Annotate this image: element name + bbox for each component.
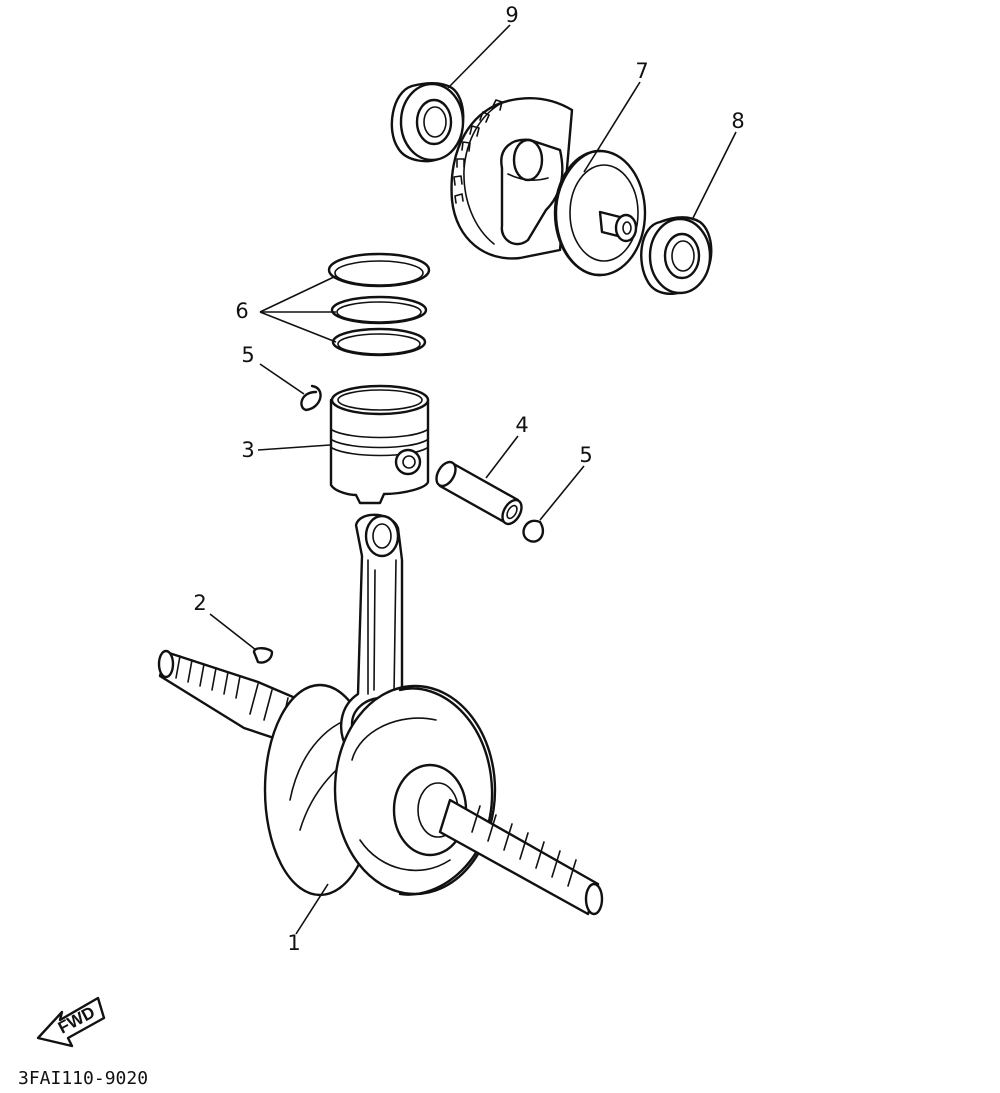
callout-9: 9 [505,3,518,27]
leader-2 [209,613,257,651]
leader-5a [259,363,305,395]
balancer-shaft [450,96,647,277]
callout-7: 7 [635,59,648,83]
leader-8 [691,131,737,221]
piston-rings [327,252,431,357]
leader-7 [583,81,641,173]
callout-5-left: 5 [241,343,254,367]
piston-pin-clip-left [300,384,322,412]
piston [329,384,430,505]
leader-1 [295,883,329,935]
piston-pin-clip-right [522,519,545,543]
leader-6a [259,275,337,313]
woodruff-key [252,647,274,664]
leader-9 [447,24,511,89]
leader-6c [259,311,337,343]
reference-code: 3FAI110-9020 [18,1068,148,1089]
callout-5-right: 5 [579,443,592,467]
leader-3 [257,444,331,451]
bearing-right [640,216,713,295]
fwd-arrow-icon: FWD [36,996,106,1048]
leader-5b [539,465,585,521]
callout-4: 4 [515,413,528,437]
callout-8: 8 [731,109,744,133]
callout-2: 2 [193,591,206,615]
callout-3: 3 [241,438,254,462]
callout-1: 1 [287,931,300,955]
piston-pin [435,460,523,526]
crankshaft-assembly [157,513,604,916]
leader-4 [485,435,519,479]
callout-6: 6 [235,299,248,323]
bearing-left [390,82,465,163]
